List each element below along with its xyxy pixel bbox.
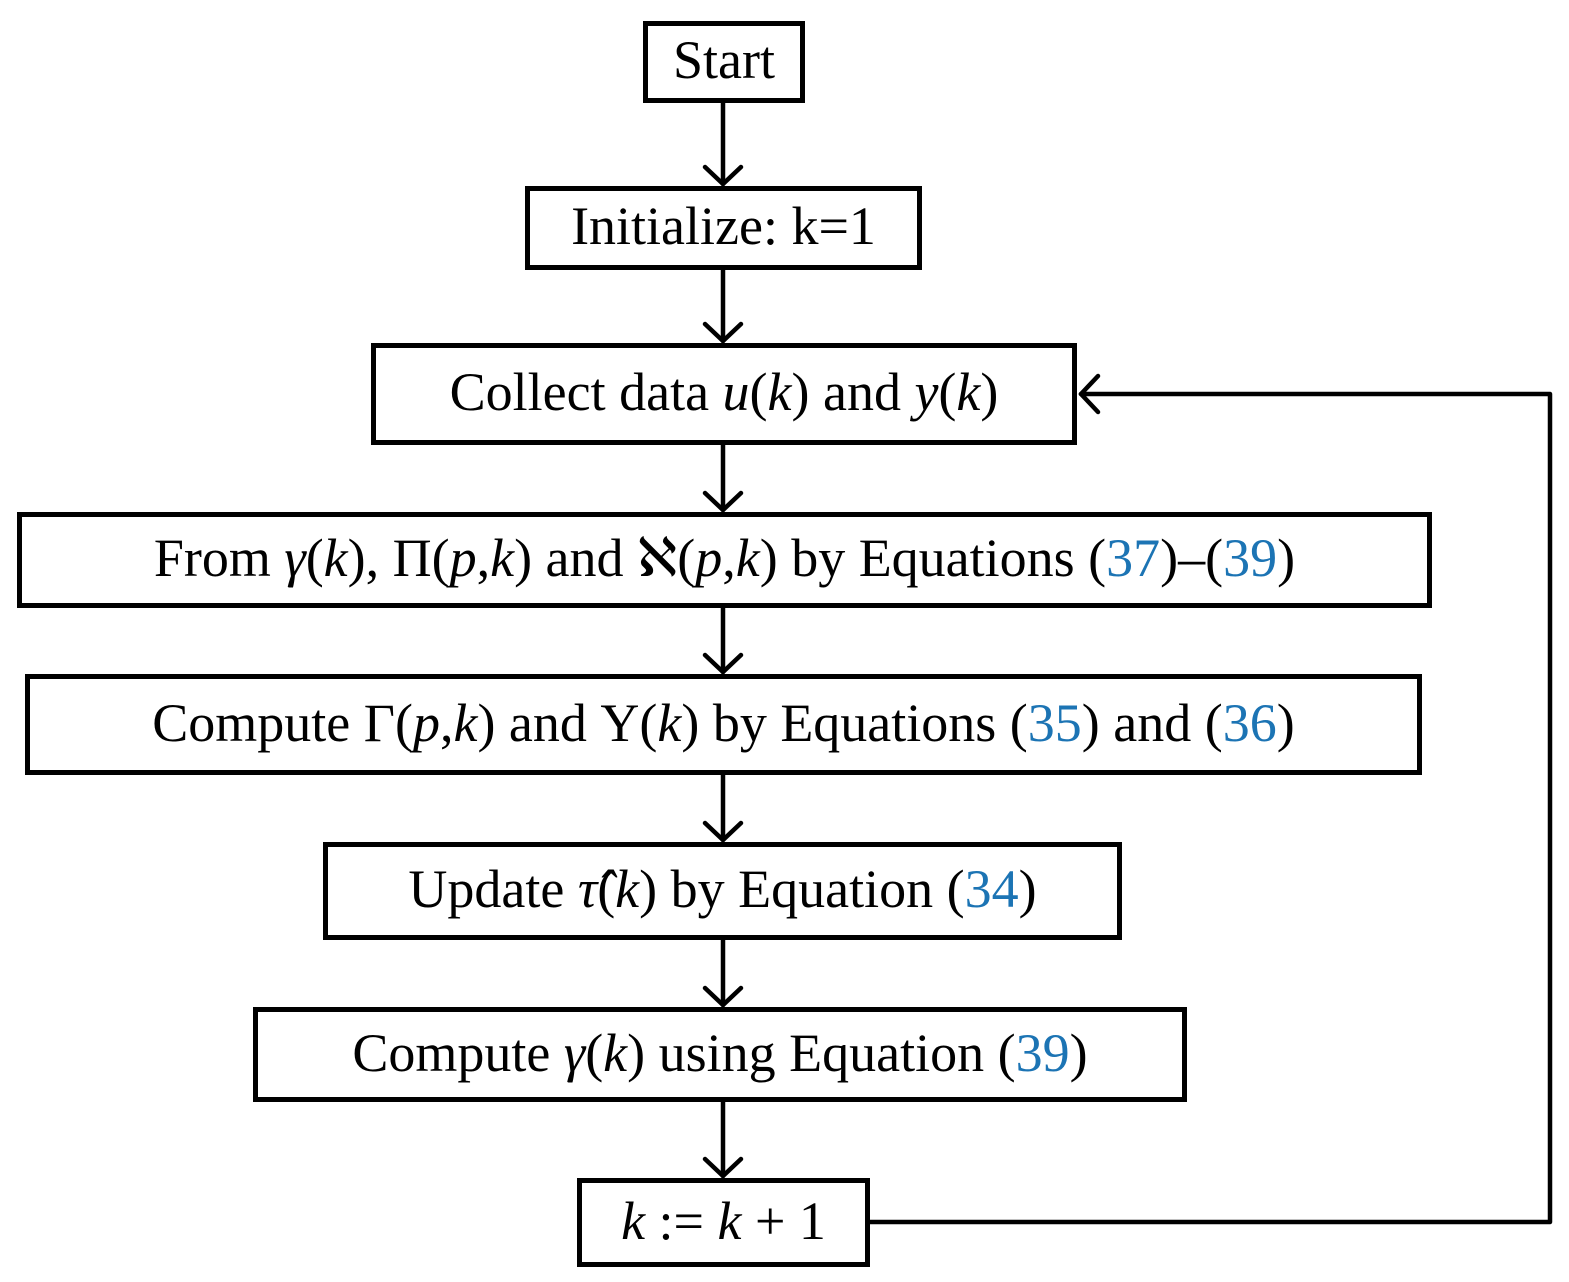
text-segment: ) bbox=[980, 362, 999, 422]
text-segment: From bbox=[153, 528, 285, 588]
node-increment-k-label: k := k + 1 bbox=[621, 1194, 826, 1252]
text-segment: y bbox=[914, 362, 939, 422]
equation-ref-link[interactable]: 39 bbox=[1223, 528, 1278, 588]
equation-ref-link[interactable]: 34 bbox=[964, 859, 1019, 919]
node-initialize-label: Initialize: k=1 bbox=[571, 199, 876, 257]
text-segment: p bbox=[695, 528, 723, 588]
node-start: Start bbox=[643, 21, 805, 103]
text-segment: ) bbox=[1276, 692, 1295, 753]
text-segment: ) and Υ( bbox=[477, 692, 658, 753]
text-segment: , bbox=[476, 528, 491, 588]
node-update-tau-label: Update τ̂(k) by Equation (34) bbox=[408, 862, 1036, 920]
text-segment: := bbox=[645, 1190, 718, 1251]
text-segment: p bbox=[412, 692, 440, 753]
text-segment: ) bbox=[1069, 1022, 1088, 1083]
text-segment: ) bbox=[1018, 859, 1037, 919]
text-segment: Update bbox=[408, 859, 578, 919]
node-compute-gamma-label: Compute γ(k) using Equation (39) bbox=[352, 1026, 1087, 1084]
text-segment: k bbox=[323, 528, 348, 588]
text-segment: ) and bbox=[791, 362, 915, 422]
equation-ref-link[interactable]: 36 bbox=[1222, 692, 1277, 753]
text-segment: ) and ℵ( bbox=[514, 528, 696, 588]
text-segment: γ bbox=[284, 528, 306, 588]
text-segment: Initialize: k=1 bbox=[571, 196, 876, 256]
node-compute-gamma-upsilon-label: Compute Γ(p,k) and Υ(k) by Equations (35… bbox=[152, 696, 1294, 754]
text-segment: k bbox=[453, 692, 478, 753]
text-segment: ) bbox=[1277, 528, 1296, 588]
arrowhead-down-icon bbox=[702, 164, 744, 187]
arrowhead-down-icon bbox=[702, 820, 744, 843]
text-segment: ( bbox=[585, 1022, 604, 1083]
text-segment: ) by Equations ( bbox=[759, 528, 1107, 588]
text-segment: τ̂ bbox=[577, 859, 598, 919]
equation-ref-link[interactable]: 39 bbox=[1015, 1022, 1070, 1083]
arrowhead-down-icon bbox=[702, 321, 744, 344]
text-segment: ( bbox=[305, 528, 324, 588]
text-segment: ( bbox=[597, 859, 616, 919]
text-segment: ( bbox=[938, 362, 957, 422]
text-segment: ), Π( bbox=[347, 528, 450, 588]
text-segment: k bbox=[490, 528, 515, 588]
text-segment: γ bbox=[563, 1022, 586, 1083]
text-segment: , bbox=[722, 528, 736, 588]
text-segment: ) using Equation ( bbox=[627, 1022, 1016, 1083]
text-segment: p bbox=[449, 528, 477, 588]
text-segment: + 1 bbox=[741, 1190, 826, 1251]
text-segment: k bbox=[767, 362, 792, 422]
text-segment: Start bbox=[673, 30, 775, 90]
arrowhead-down-icon bbox=[702, 1156, 744, 1179]
arrowhead-down-icon bbox=[702, 985, 744, 1008]
text-segment: k bbox=[735, 528, 760, 588]
text-segment: ) by Equation ( bbox=[639, 859, 965, 919]
text-segment: k bbox=[717, 1190, 742, 1251]
node-initialize: Initialize: k=1 bbox=[525, 186, 922, 270]
node-form-pi-aleph-label: From γ(k), Π(p,k) and ℵ(p,k) by Equation… bbox=[154, 531, 1295, 589]
text-segment: u bbox=[722, 362, 750, 422]
text-segment: )–( bbox=[1160, 528, 1224, 588]
node-compute-gamma-upsilon: Compute Γ(p,k) and Υ(k) by Equations (35… bbox=[25, 674, 1422, 775]
node-form-pi-aleph: From γ(k), Π(p,k) and ℵ(p,k) by Equation… bbox=[17, 512, 1432, 608]
arrowhead-down-icon bbox=[702, 490, 744, 513]
text-segment: , bbox=[439, 692, 454, 753]
text-segment: k bbox=[956, 362, 981, 422]
node-start-label: Start bbox=[673, 33, 775, 91]
equation-ref-link[interactable]: 35 bbox=[1027, 692, 1082, 753]
text-segment: ) by Equations ( bbox=[681, 692, 1028, 753]
node-compute-gamma: Compute γ(k) using Equation (39) bbox=[253, 1007, 1187, 1102]
node-collect-data: Collect data u(k) and y(k) bbox=[371, 343, 1077, 445]
text-segment: k bbox=[615, 859, 640, 919]
text-segment: Compute Γ( bbox=[152, 692, 413, 753]
text-segment: k bbox=[621, 1190, 646, 1251]
arrowhead-down-icon bbox=[702, 652, 744, 675]
text-segment: ( bbox=[749, 362, 768, 422]
node-increment-k: k := k + 1 bbox=[577, 1178, 870, 1267]
text-segment: k bbox=[657, 692, 682, 753]
text-segment: k bbox=[603, 1022, 628, 1083]
node-update-tau: Update τ̂(k) by Equation (34) bbox=[323, 842, 1122, 940]
text-segment: Compute bbox=[352, 1022, 564, 1083]
equation-ref-link[interactable]: 37 bbox=[1106, 528, 1161, 588]
text-segment: ) and ( bbox=[1081, 692, 1223, 753]
node-collect-data-label: Collect data u(k) and y(k) bbox=[450, 365, 999, 423]
feedback-loop-line bbox=[865, 391, 1553, 1225]
text-segment: Collect data bbox=[449, 362, 723, 422]
arrowhead-left-icon bbox=[1078, 373, 1101, 415]
